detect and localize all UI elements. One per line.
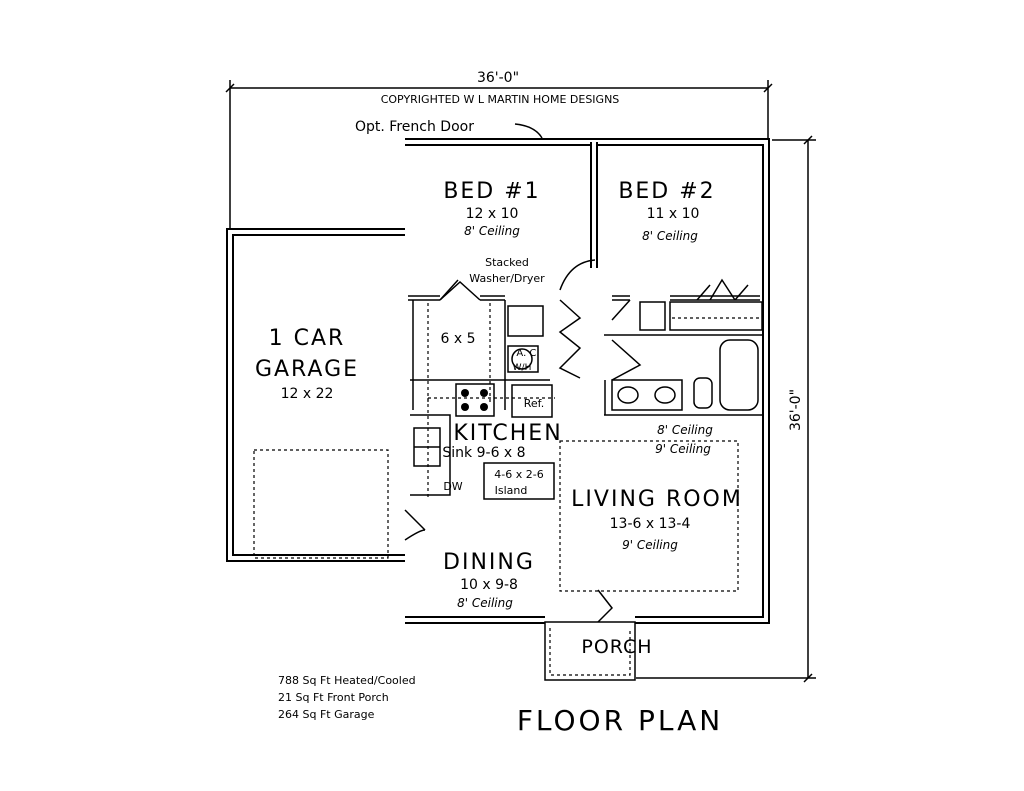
width-dimension xyxy=(225,80,773,228)
bed1-ceiling: 8' Ceiling xyxy=(464,224,520,238)
range xyxy=(455,383,495,417)
kitchen-name: KITCHEN xyxy=(453,421,562,446)
island-label: Island xyxy=(495,484,528,497)
living-ceiling-note-1: 8' Ceiling xyxy=(657,423,713,437)
laundry-label-1: Stacked xyxy=(485,256,529,269)
area-porch: 21 Sq Ft Front Porch xyxy=(278,691,389,704)
living-ceiling: 9' Ceiling xyxy=(622,538,678,552)
ref-label: Ref. xyxy=(524,397,545,410)
copyright-text: COPYRIGHTED W L MARTIN HOME DESIGNS xyxy=(381,93,620,106)
dining-name: DINING xyxy=(443,550,535,575)
dining-ceiling: 8' Ceiling xyxy=(457,596,513,610)
garage-size: 12 x 22 xyxy=(281,386,334,402)
dw-label: DW xyxy=(443,480,462,493)
plan-title: FLOOR PLAN xyxy=(517,704,723,737)
bed2-size: 11 x 10 xyxy=(647,206,700,222)
porch-name: PORCH xyxy=(581,636,652,658)
living-name: LIVING ROOM xyxy=(571,487,743,512)
area-garage: 264 Sq Ft Garage xyxy=(278,708,375,721)
porch-slab xyxy=(544,621,636,681)
toilet xyxy=(693,377,713,409)
closet-size: 6 x 5 xyxy=(441,331,476,347)
width-label: 36'-0" xyxy=(477,70,519,86)
bed2-ceiling: 8' Ceiling xyxy=(642,229,698,243)
area-heated: 788 Sq Ft Heated/Cooled xyxy=(278,674,416,687)
living-ceiling-note-2: 9' Ceiling xyxy=(655,442,711,456)
garage-name-1: 1 CAR xyxy=(269,326,346,351)
garage-name-2: GARAGE xyxy=(255,357,359,382)
island xyxy=(483,462,555,500)
depth-label: 36'-0" xyxy=(788,389,804,431)
kitchen-size: Sink 9-6 x 8 xyxy=(442,445,525,461)
bed1-size: 12 x 10 xyxy=(466,206,519,222)
bed2-name: BED #2 xyxy=(618,179,715,204)
dining-size: 10 x 9-8 xyxy=(460,577,518,593)
laundry-label-2: Washer/Dryer xyxy=(469,272,545,285)
bed1-name: BED #1 xyxy=(443,179,540,204)
wh-label: W/H xyxy=(513,363,532,373)
bathtub xyxy=(719,339,759,411)
island-size: 4-6 x 2-6 xyxy=(494,468,543,481)
refrigerator xyxy=(511,384,553,418)
living-size: 13-6 x 13-4 xyxy=(610,516,691,532)
french-door-note: Opt. French Door xyxy=(355,119,474,135)
vanity xyxy=(611,379,683,411)
depth-dimension xyxy=(636,135,816,683)
ac-label: A. C. xyxy=(516,348,539,359)
washer-dryer xyxy=(507,305,544,337)
walls xyxy=(226,138,770,624)
